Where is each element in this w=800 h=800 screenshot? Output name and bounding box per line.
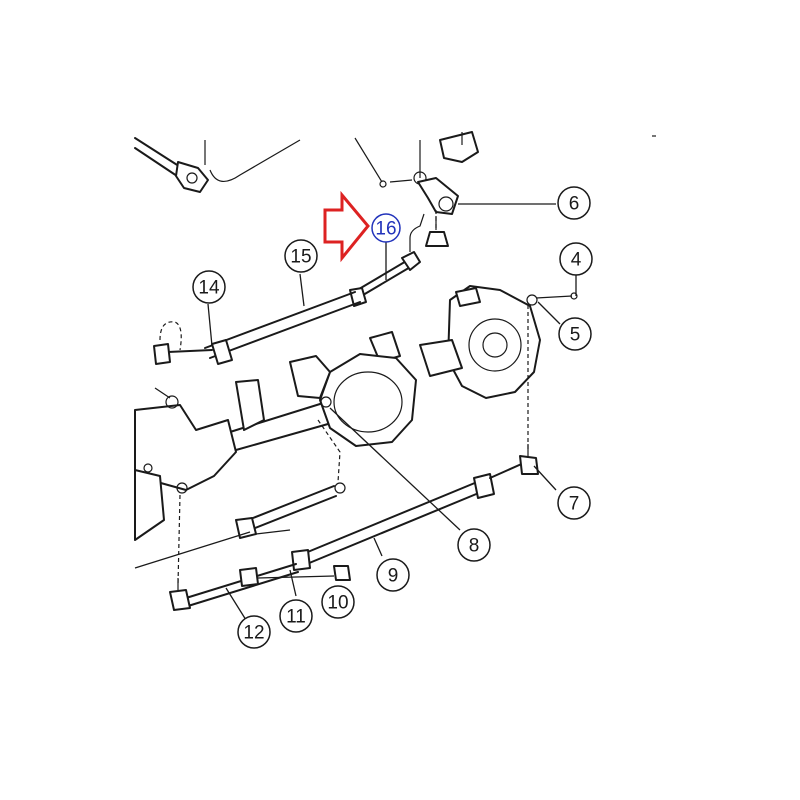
callout-15: 15 [284,239,318,273]
callout-10-label: 10 [327,593,348,614]
left-tie-rod [153,291,361,365]
callout-5-label: 5 [570,325,581,346]
callout-14: 14 [192,270,226,304]
pitman-arm [417,177,459,247]
callout-8: 8 [457,528,491,562]
steering-shaft-assembly [134,137,301,193]
left-knuckle-hub [134,379,265,586]
right-knuckle-hub [447,285,578,450]
callout-12: 12 [237,615,271,649]
callout-11-label: 11 [286,607,306,628]
callout-4-label: 4 [571,250,582,271]
callout-4: 4 [559,242,593,276]
callout-14-label: 14 [198,278,220,299]
callout-8-label: 8 [469,536,480,557]
callout-9: 9 [376,558,410,592]
steering-damper [134,482,346,569]
callout-16-label: 16 [375,219,396,240]
callout-15-label: 15 [290,247,311,268]
red-pointer-arrow [323,190,370,263]
callout-11: 11 [279,599,313,633]
callout-9-label: 9 [388,566,399,587]
callout-12-label: 12 [243,623,264,644]
callout-7: 7 [557,486,591,520]
axle-housing-differential [229,331,463,483]
steering-gear-assembly [354,131,479,188]
callout-5: 5 [558,317,592,351]
callout-16: 16 [371,213,401,243]
callout-6-label: 6 [569,194,580,215]
callout-6: 6 [557,186,591,220]
leader-lines [207,203,577,621]
callout-10: 10 [321,585,355,619]
callout-7-label: 7 [569,494,580,515]
front-tie-rod [169,444,539,611]
